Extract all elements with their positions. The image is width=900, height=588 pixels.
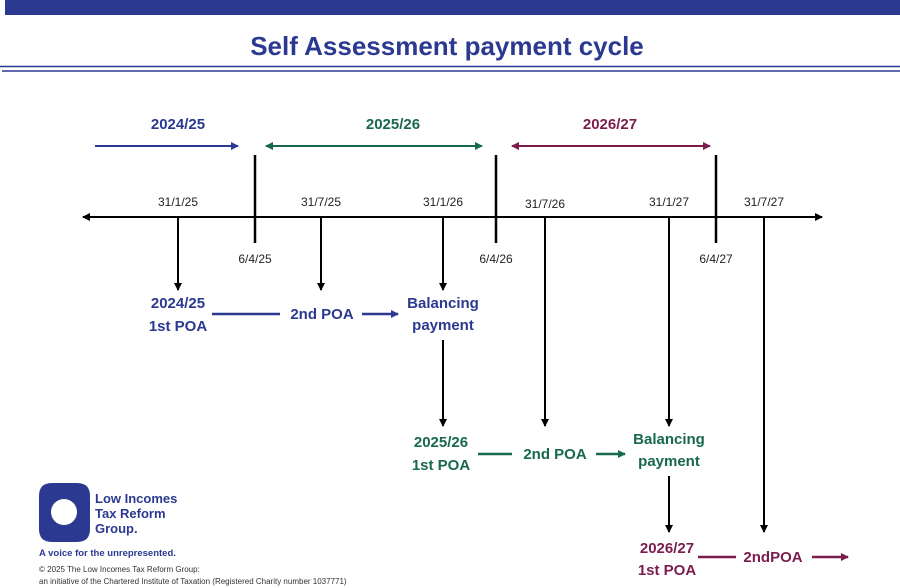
balancing-payment-label: payment — [638, 453, 700, 470]
first-poa-year: 2026/27 — [640, 540, 694, 557]
date-label: 31/7/25 — [301, 195, 341, 209]
first-poa-year: 2024/25 — [151, 295, 205, 312]
first-poa-label: 1st POA — [149, 318, 208, 335]
svg-text:Low Incomes: Low Incomes — [95, 491, 177, 506]
due-date-arrows — [174, 217, 768, 533]
date-label: 6/4/25 — [238, 252, 272, 266]
tax-year-label: 2026/27 — [583, 116, 637, 133]
date-label: 6/4/27 — [699, 252, 733, 266]
second-poa-label: 2ndPOA — [743, 549, 802, 566]
first-poa-year: 2025/26 — [414, 434, 468, 451]
second-poa-label: 2nd POA — [523, 446, 587, 463]
first-poa-label: 1st POA — [412, 457, 471, 474]
litrg-logo: Low Incomes Tax Reform Group. — [39, 483, 177, 542]
footer-copyright: © 2025 The Low Incomes Tax Reform Group: — [39, 565, 200, 574]
date-label: 31/1/27 — [649, 195, 689, 209]
tax-year-label: 2025/26 — [366, 116, 420, 133]
svg-text:Group.: Group. — [95, 521, 138, 536]
date-label: 31/1/26 — [423, 195, 463, 209]
svg-text:Tax Reform: Tax Reform — [95, 506, 166, 521]
second-poa-label: 2nd POA — [290, 306, 354, 323]
footer-charity: an initiative of the Chartered Institute… — [39, 577, 347, 586]
balancing-payment-label: Balancing — [407, 295, 479, 312]
balancing-payment-label: payment — [412, 317, 474, 334]
date-label: 31/7/27 — [744, 195, 784, 209]
tax-year-label: 2024/25 — [151, 116, 205, 133]
first-poa-label: 1st POA — [638, 562, 697, 579]
date-label: 31/7/26 — [525, 197, 565, 211]
balancing-payment-label: Balancing — [633, 431, 705, 448]
year-boundaries — [253, 155, 718, 243]
page-title: Self Assessment payment cycle — [250, 31, 644, 61]
logo-tagline: A voice for the unrepresented. — [39, 548, 176, 559]
date-label: 6/4/26 — [479, 252, 513, 266]
header-bar — [5, 0, 900, 15]
date-label: 31/1/25 — [158, 195, 198, 209]
